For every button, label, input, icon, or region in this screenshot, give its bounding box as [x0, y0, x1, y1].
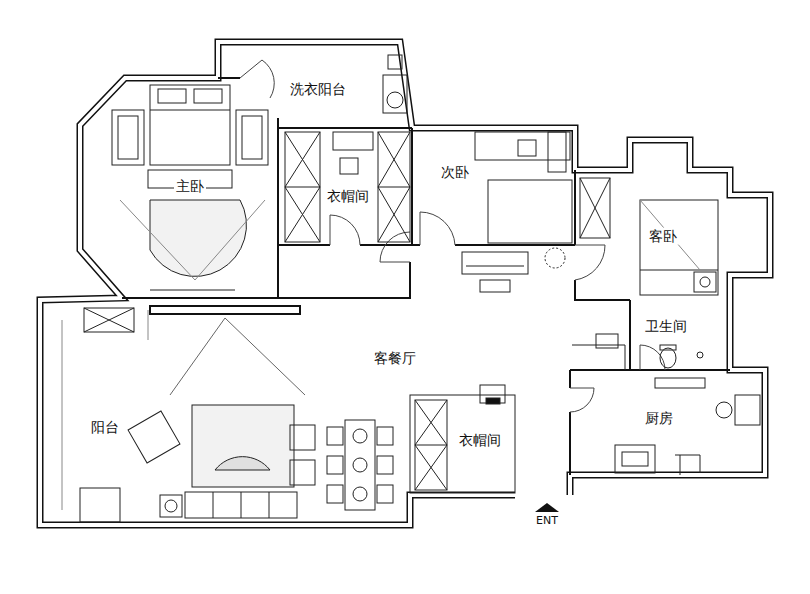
desk-bed: [462, 132, 572, 292]
room-label: ENT: [534, 514, 560, 527]
door-swing: [240, 60, 665, 412]
room-label: 次卧: [439, 164, 471, 181]
wardrobe: [410, 385, 515, 493]
exterior-wall: [40, 42, 770, 525]
room-label: 洗衣阳台: [288, 81, 348, 98]
room-label: 衣帽间: [457, 432, 503, 449]
guest-bed: [580, 178, 718, 295]
washer: [383, 55, 407, 113]
exterior-wall-inner: [40, 42, 770, 525]
dining-table: [327, 420, 393, 510]
living-furniture: [62, 308, 315, 522]
room-label: 主卧: [174, 178, 206, 195]
room-label: 厨房: [643, 410, 675, 427]
wardrobe: [285, 132, 410, 242]
room-label: 卫生间: [643, 318, 689, 335]
room-label: 阳台: [89, 419, 121, 436]
room-label: 客餐厅: [372, 350, 418, 367]
bed: [112, 85, 268, 290]
kitchen-fixtures: [615, 395, 760, 475]
bathroom-fixtures: [572, 334, 705, 388]
entrance-arrow: [535, 503, 559, 512]
room-label: 客卧: [647, 228, 679, 245]
room-label: 衣帽间: [325, 188, 371, 205]
